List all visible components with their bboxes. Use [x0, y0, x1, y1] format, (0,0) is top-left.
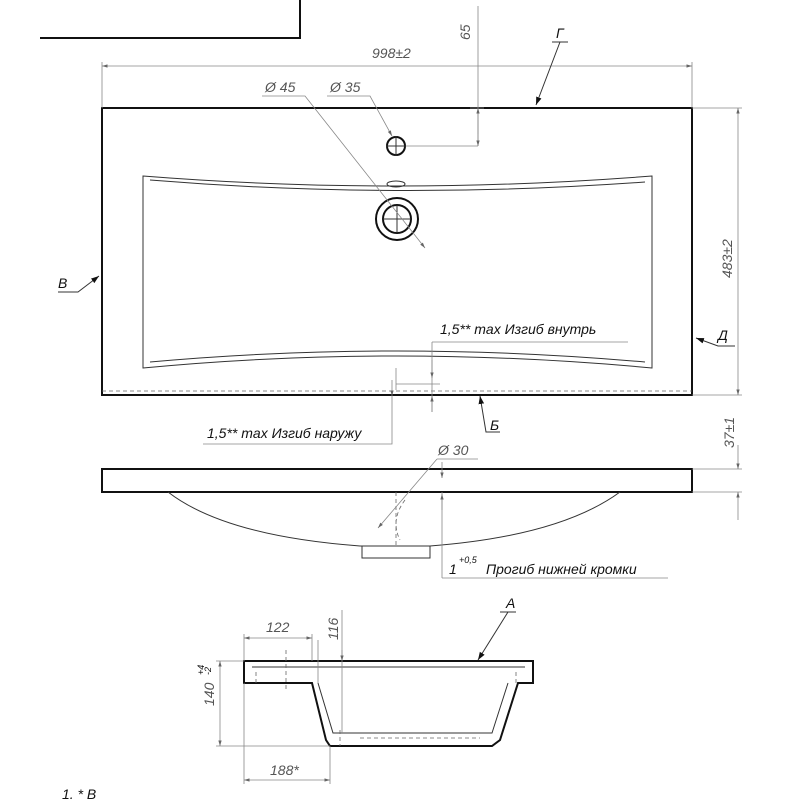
bowl-inner-curve — [149, 179, 646, 363]
view-g-label: Г — [556, 25, 565, 41]
section-wall-label: 116 — [325, 617, 341, 640]
front-drain-stub — [361, 545, 431, 559]
tap-offset-label: 65 — [457, 24, 473, 40]
view-d-label: Д — [716, 327, 728, 343]
edge-sag-tolerance: +0,5 — [459, 555, 478, 565]
edge-sag-text: Прогиб нижней кромки — [486, 561, 637, 577]
front-bowl-curve — [167, 491, 621, 547]
bend-inward-label: 1,5** max Изгиб внутрь — [440, 321, 596, 337]
title-block-frame — [40, 0, 301, 39]
drain-ring-diameter-label: Ø 45 — [264, 79, 296, 95]
rim-thickness-label: 37±1 — [721, 417, 737, 448]
overflow-slot — [386, 180, 406, 188]
view-v-label: В — [58, 275, 67, 291]
view-a-label: А — [505, 595, 515, 611]
tap-hole-diameter-label: Ø 35 — [329, 79, 361, 95]
front-rim-outline — [101, 468, 693, 493]
depth-label: 483±2 — [719, 239, 735, 278]
plan-view: Ø 45 Ø 35 998±2 65 Г 483±2 В Д 1,5** max… — [58, 6, 742, 445]
bend-outward-label: 1,5** max Изгиб наружу — [207, 425, 362, 441]
bowl-outline — [142, 175, 653, 369]
overall-width-label: 998±2 — [372, 45, 411, 61]
section-rim-width-label: 122 — [266, 619, 290, 635]
drain-ring-outer — [375, 197, 419, 241]
edge-sag-value: 1 — [449, 561, 457, 577]
section-depth-tol-lower: -2 — [203, 667, 213, 675]
footnote-text: 1. * В — [62, 786, 96, 800]
section-outline — [243, 660, 534, 747]
section-depth-tol-upper: +4 — [196, 665, 206, 675]
view-b-label: Б — [490, 417, 499, 433]
section-depth-label: 140 — [201, 682, 217, 706]
basin-outer-outline — [101, 107, 693, 396]
section-inner-outline — [252, 666, 525, 734]
front-view: Ø 30 37±1 1 +0,5 Прогиб нижней кромки — [101, 417, 742, 579]
section-view: А 122 116 140 +4 -2 188* — [196, 595, 534, 784]
overflow-diameter-label: Ø 30 — [437, 442, 469, 458]
section-bottom-offset-label: 188* — [270, 762, 299, 778]
